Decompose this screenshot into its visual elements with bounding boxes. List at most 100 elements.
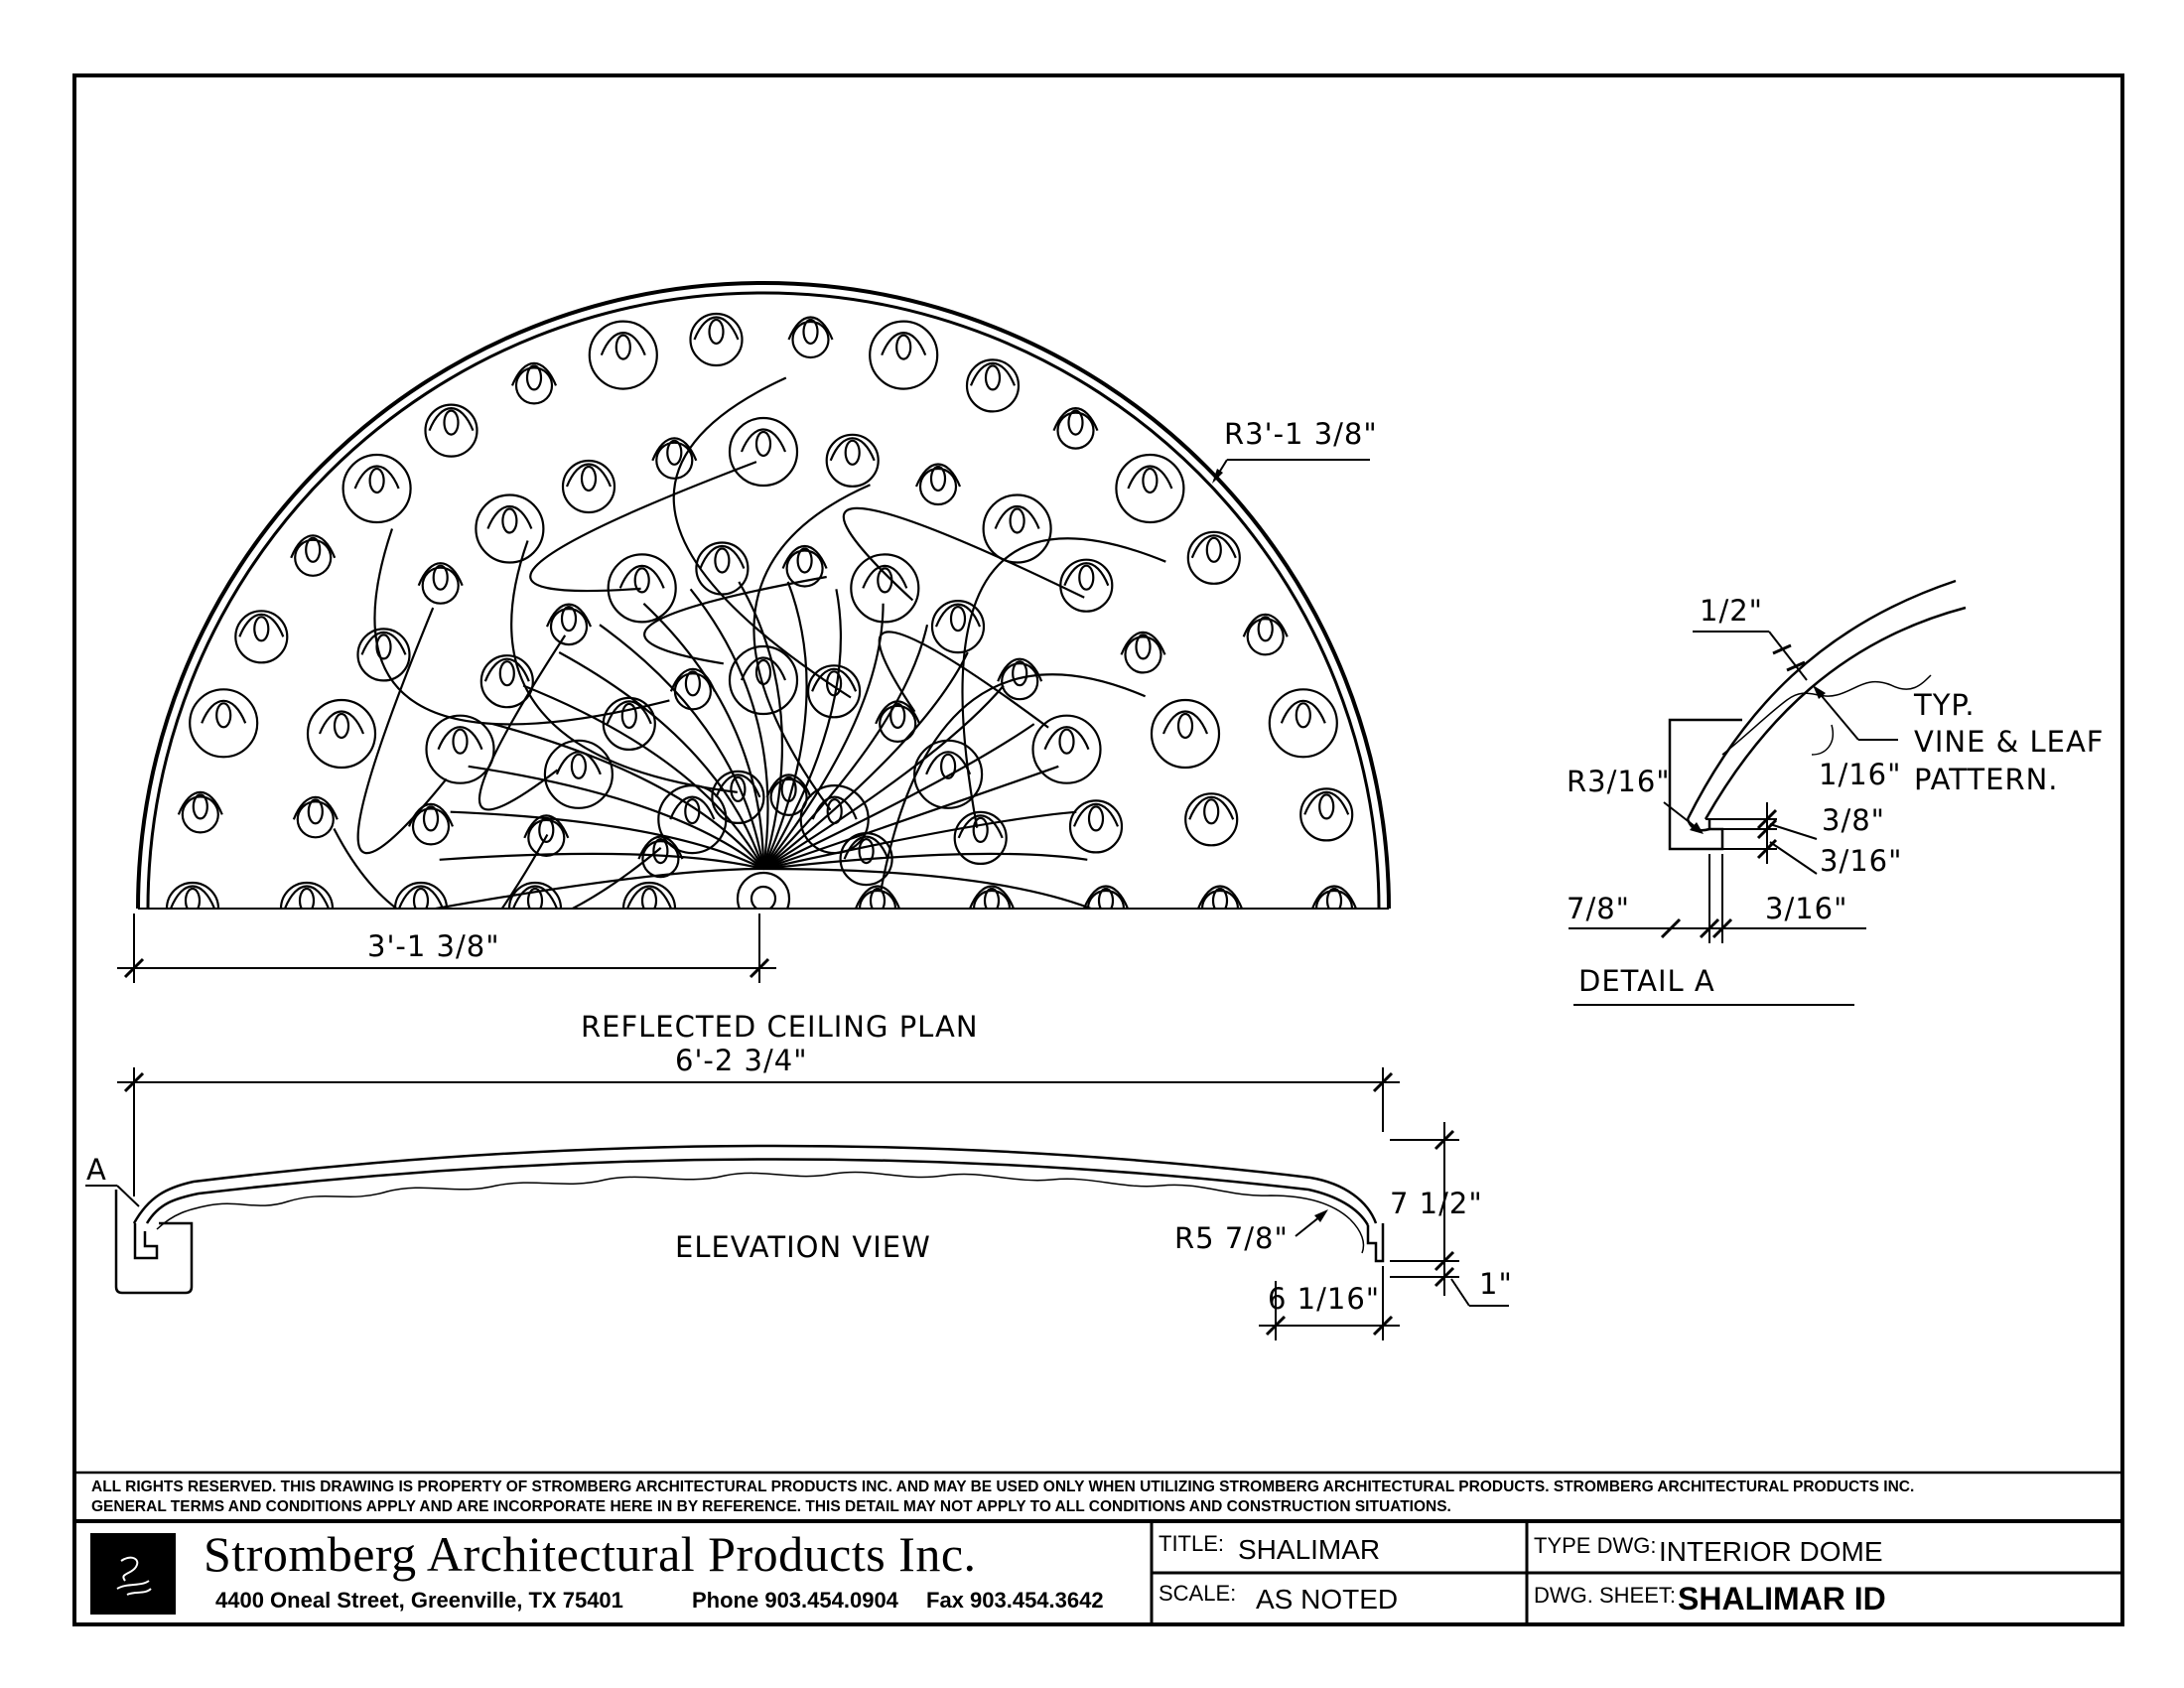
leaf-stroke: [997, 657, 1043, 682]
scroll-circle: [850, 553, 920, 624]
scroll-circle: [507, 881, 563, 909]
leaf-stroke: [765, 774, 812, 798]
interlace-stroke: [762, 765, 1059, 871]
scroll-circle: [607, 553, 677, 624]
section-marker-leader: [116, 1185, 140, 1207]
leaf-stroke: [1310, 885, 1358, 909]
elevation-view-title: ELEVATION VIEW: [675, 1230, 931, 1264]
detail-thickness-tick-2: [1786, 660, 1806, 672]
scroll-circle: [588, 320, 658, 390]
scroll-circle: [965, 358, 1021, 413]
tb-scale-label: SCALE:: [1159, 1581, 1236, 1606]
interlace-stroke: [642, 603, 765, 870]
leaf-stroke: [318, 710, 365, 735]
interlace-stroke: [762, 810, 1077, 871]
scroll-circle: [689, 312, 744, 367]
tb-sheet-label: DWG. SHEET:: [1534, 1583, 1676, 1608]
flower-bud: [929, 465, 947, 492]
scroll-circle: [479, 654, 534, 709]
overall-tick-left: [123, 1071, 145, 1093]
vine-stroke: [356, 607, 448, 855]
detail-step-tick-1: [1756, 808, 1778, 830]
flower-bud: [1257, 616, 1274, 642]
scroll-circle: [425, 714, 495, 784]
flower-bud: [333, 712, 350, 740]
detail-step-label-2: 3/16": [1820, 844, 1902, 878]
scroll-circle: [411, 807, 451, 846]
detail-shell-outer: [1686, 579, 1957, 820]
plan-view-title: REFLECTED CEILING PLAN: [581, 1010, 979, 1044]
left-end-profile: [114, 1190, 194, 1295]
flower-bud: [580, 465, 598, 492]
detail-relief: [1721, 674, 1932, 756]
edge-tick-left: [1265, 1315, 1287, 1336]
flower-bud: [501, 507, 518, 534]
detail-note-line-1: TYP.: [1913, 688, 1976, 722]
flower-bud: [1058, 728, 1075, 755]
scroll-circle: [181, 795, 219, 834]
half-width-tick-right: [749, 957, 770, 979]
medallion-center: [750, 885, 777, 909]
scroll-circle: [1124, 635, 1162, 674]
flower-bud: [796, 547, 813, 574]
detail-note-arrow: [1813, 685, 1826, 699]
scroll-circle: [930, 599, 986, 654]
lip-tick-bottom: [1433, 1266, 1455, 1288]
scroll-circle: [189, 688, 259, 759]
leaf-stroke: [600, 332, 646, 356]
leaf-stroke: [290, 534, 337, 559]
scroll-circle: [1031, 714, 1102, 784]
detail-shell-inner: [1704, 606, 1967, 820]
flower-bud: [498, 660, 515, 687]
leaf-stroke: [1043, 726, 1090, 751]
scroll-circle: [296, 800, 335, 839]
plan-radius-label: R3'-1 3/8": [1224, 417, 1378, 451]
elevation-radius-arrow: [1314, 1209, 1328, 1222]
scroll-circle: [1268, 688, 1338, 759]
shell-inner: [145, 1158, 1370, 1226]
scroll-circle: [641, 839, 680, 879]
flower-bud: [754, 430, 772, 458]
interlace-stroke: [439, 852, 764, 871]
leaf-stroke: [523, 814, 570, 839]
leaf-stroke: [651, 437, 698, 462]
flower-bud: [1295, 702, 1311, 729]
height-tick-bottom: [1433, 1250, 1455, 1272]
flower-bud: [1176, 712, 1194, 740]
scroll-circle: [728, 644, 799, 716]
flower-bud: [1135, 633, 1152, 660]
interlace-stroke: [689, 588, 769, 870]
dome-inner-rim: [146, 291, 1381, 910]
scroll-circle: [341, 453, 412, 524]
leaf-stroke: [881, 332, 927, 356]
company-name: Stromberg Architectural Products Inc.: [204, 1526, 977, 1582]
scroll-circle: [769, 777, 808, 817]
scroll-circle: [294, 538, 333, 577]
scroll-circle: [424, 403, 478, 458]
flower-bud: [1078, 564, 1095, 591]
vine-stroke: [643, 575, 827, 665]
lip-label: 1": [1479, 1267, 1513, 1301]
flower-bud: [895, 334, 912, 360]
leaf-stroke: [934, 603, 982, 628]
detail-gap-label: 1/16": [1819, 758, 1901, 791]
scroll-circle: [953, 810, 1008, 866]
flower-bud: [526, 887, 544, 909]
flower-bud: [298, 887, 316, 909]
leaf-stroke: [1072, 802, 1120, 827]
leaf-stroke: [1188, 795, 1235, 820]
leaf-stroke: [618, 564, 665, 589]
flower-bud: [1211, 887, 1229, 909]
leaf-stroke: [486, 504, 533, 529]
detail-note-line-3: PATTERN.: [1914, 763, 2059, 796]
flower-bud: [305, 536, 322, 563]
scroll-circle: [806, 664, 862, 719]
leaf-stroke: [1063, 562, 1110, 587]
detail-step-tick-2: [1756, 818, 1778, 840]
flower-bud: [1067, 409, 1084, 436]
relief-wave: [156, 1171, 1351, 1230]
vine-stroke: [333, 827, 662, 909]
scroll-circle: [561, 459, 616, 514]
leaf-stroke: [545, 603, 593, 628]
